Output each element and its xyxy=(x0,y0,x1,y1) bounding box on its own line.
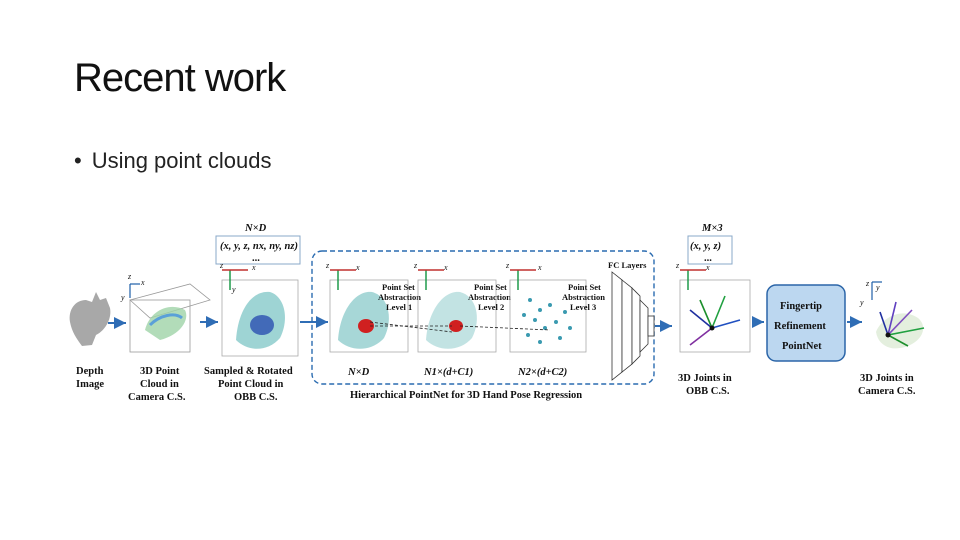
axis-y-1: y xyxy=(120,293,125,302)
cloud-camera-box xyxy=(129,283,211,353)
depth-label-line1: Depth xyxy=(76,366,104,377)
fc-label: FC Layers xyxy=(608,260,647,270)
output-ellipsis: ... xyxy=(704,253,712,264)
axis-x-1: x xyxy=(140,278,145,287)
sa-level2-cloud xyxy=(417,269,497,353)
axis-z-3: z xyxy=(325,261,330,270)
axis-z-5: z xyxy=(505,261,510,270)
sa3-line1: Point Set xyxy=(568,282,601,292)
joints-obb-skeleton xyxy=(679,269,751,353)
joints-camera-skeleton xyxy=(871,281,925,349)
sa1-line3: Level 1 xyxy=(386,302,412,312)
refinement-line3: PointNet xyxy=(782,341,822,352)
sampled-line3: OBB C.S. xyxy=(234,392,278,403)
axis-x-4: x xyxy=(443,263,448,272)
cloud-camera-line1: 3D Point xyxy=(140,366,180,377)
bullet-dot: • xyxy=(74,148,82,173)
axis-x-7: y xyxy=(859,298,864,307)
joints-camera-line1: 3D Joints in xyxy=(860,373,914,384)
axis-x-6: x xyxy=(705,263,710,272)
bullet-text: Using point clouds xyxy=(91,148,272,173)
joints-obb-line1: 3D Joints in xyxy=(678,373,732,384)
sampled-line1: Sampled & Rotated xyxy=(204,366,293,377)
depth-label-line2: Image xyxy=(76,379,104,390)
cloud-camera-line3: Camera C.S. xyxy=(128,392,186,403)
fc-layers-stack xyxy=(611,271,655,381)
axis-y-2: y xyxy=(231,285,236,294)
sa1-line2: Abstraction xyxy=(378,292,421,302)
sa2-line3: Level 2 xyxy=(478,302,504,312)
refinement-box xyxy=(766,284,846,362)
sa-level1-cloud xyxy=(329,269,409,353)
network-caption: Hierarchical PointNet for 3D Hand Pose R… xyxy=(350,390,582,401)
output-dims: M×3 xyxy=(701,223,723,234)
axis-z-2: z xyxy=(219,261,224,270)
sampled-rotated-cloud xyxy=(221,269,299,357)
sa2-line2: Abstraction xyxy=(468,292,511,302)
axis-z-6: z xyxy=(675,261,680,270)
input-feature-box xyxy=(215,235,301,265)
dim-below-2: N1×(d+C1) xyxy=(423,367,473,378)
refinement-line1: Fingertip xyxy=(780,301,822,312)
dim-below-1: N×D xyxy=(347,367,370,378)
joints-obb-line2: OBB C.S. xyxy=(686,386,730,397)
joints-camera-line2: Camera C.S. xyxy=(858,386,916,397)
axis-z-7: z xyxy=(865,279,870,288)
output-features: (x, y, z) xyxy=(690,241,721,252)
input-features: (x, y, z, nx, ny, nz) xyxy=(220,241,298,252)
sa3-line3: Level 3 xyxy=(570,302,596,312)
sampled-line2: Point Cloud in xyxy=(218,379,284,390)
depth-image-hand xyxy=(69,292,111,346)
sa2-line1: Point Set xyxy=(474,282,507,292)
sa1-line1: Point Set xyxy=(382,282,415,292)
axis-x-5: x xyxy=(537,263,542,272)
axis-y-7: y xyxy=(875,283,880,292)
slide-title: Recent work xyxy=(74,56,286,100)
bullet-item: • Using point clouds xyxy=(74,148,271,174)
sa3-line2: Abstraction xyxy=(562,292,605,302)
input-dims: N×D xyxy=(244,223,267,234)
cloud-camera-line2: Cloud in xyxy=(140,379,179,390)
axis-x-2: x xyxy=(251,263,256,272)
axis-z-1: z xyxy=(127,272,132,281)
axis-x-3: x xyxy=(355,263,360,272)
refinement-line2: Refinement xyxy=(774,321,826,332)
output-feature-box xyxy=(687,235,733,265)
input-ellipsis: ... xyxy=(252,253,260,264)
dim-below-3: N2×(d+C2) xyxy=(517,367,567,378)
sa-level3-cloud xyxy=(509,269,587,353)
axis-z-4: z xyxy=(413,261,418,270)
level-connections xyxy=(369,321,551,333)
